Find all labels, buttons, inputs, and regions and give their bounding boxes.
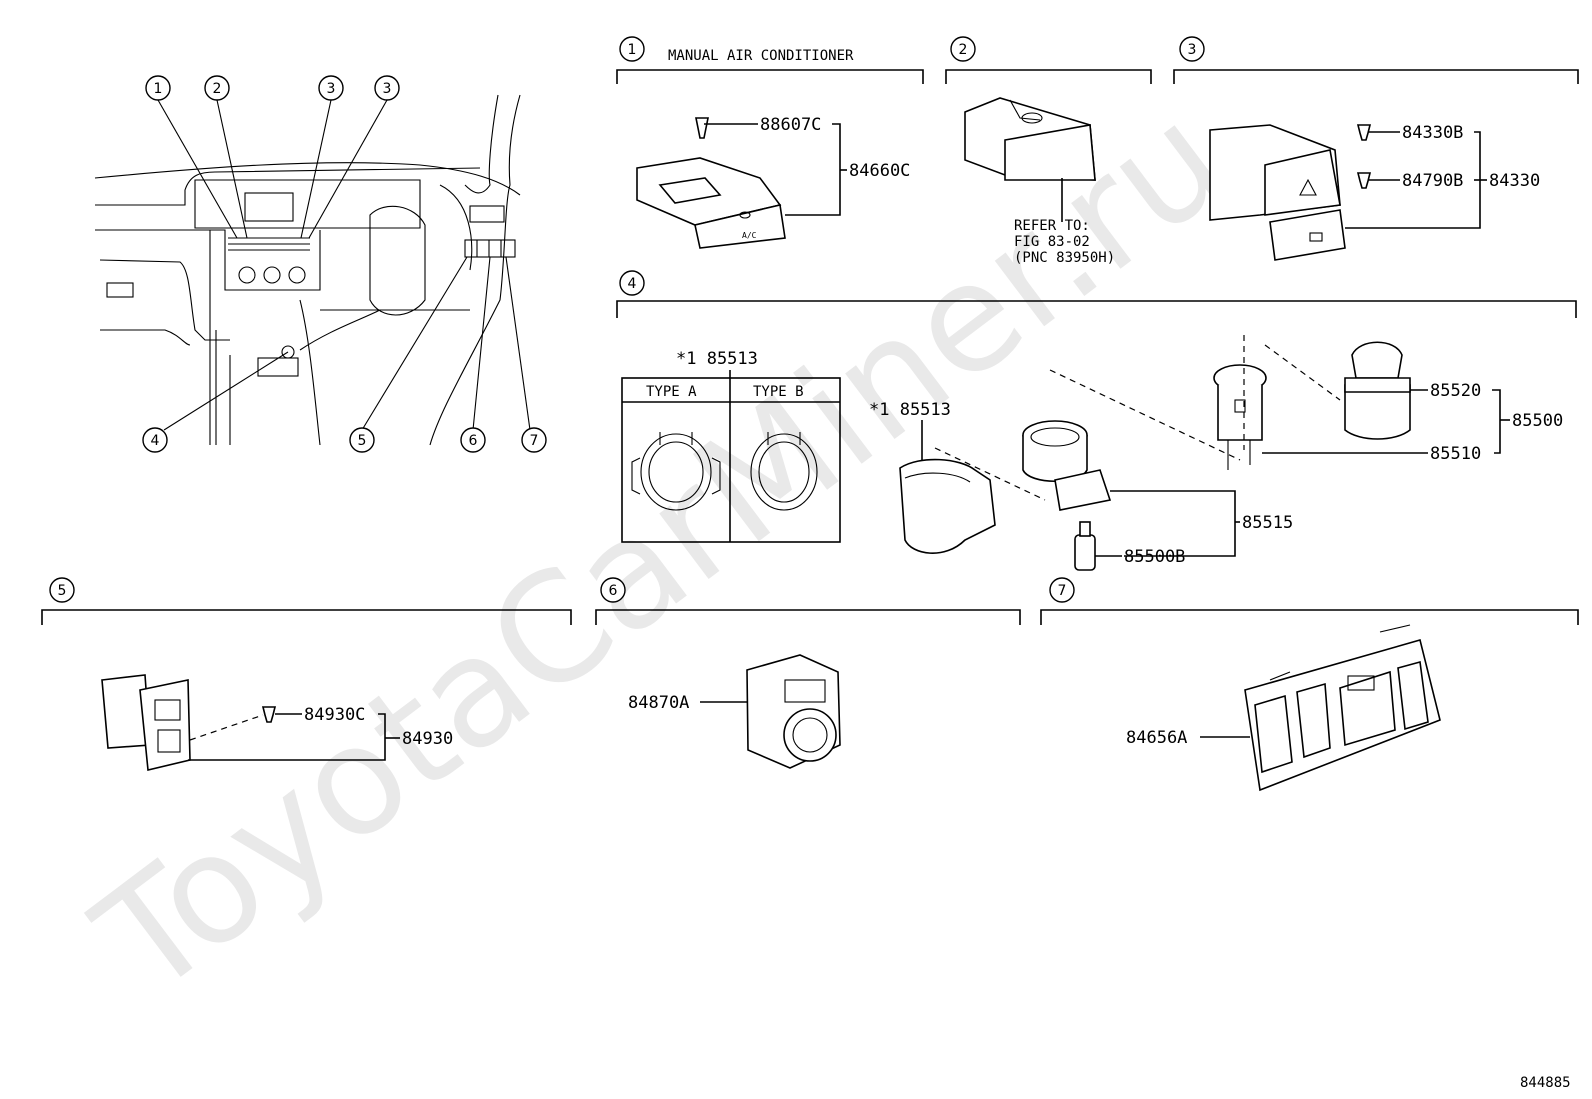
callout-4: 4 xyxy=(151,433,160,449)
part-85500B: 85500B xyxy=(1124,547,1185,567)
refer-line-1: REFER TO: xyxy=(1014,218,1090,234)
bulb-drawing xyxy=(1074,521,1096,571)
callout-3b: 3 xyxy=(383,81,392,97)
section-7-number: 7 xyxy=(1058,583,1067,599)
callout-3a: 3 xyxy=(327,81,336,97)
overview-callouts: 1 2 3 3 4 5 6 7 xyxy=(142,75,547,453)
part-84330: 84330 xyxy=(1489,171,1540,191)
part-85513: *1 85513 xyxy=(869,400,951,420)
part-85520: 85520 xyxy=(1430,381,1481,401)
part-84870A: 84870A xyxy=(628,693,689,713)
part-85515: 85515 xyxy=(1242,513,1293,533)
type-b-header: TYPE B xyxy=(753,384,804,400)
section-2-number: 2 xyxy=(959,42,968,58)
section-1-caption: MANUAL AIR CONDITIONER xyxy=(668,48,854,64)
part-84930C: 84930C xyxy=(304,705,365,725)
section-3: 3 84330B 84790B 84330 xyxy=(1173,36,1579,261)
part-85500: 85500 xyxy=(1512,411,1563,431)
part-84330B: 84330B xyxy=(1402,123,1463,143)
section-4-number: 4 xyxy=(628,276,637,292)
part-84656A: 84656A xyxy=(1126,728,1187,748)
switch-5-drawing xyxy=(101,674,277,771)
section-7: 7 84656A xyxy=(1040,577,1579,792)
mirror-switch-drawing xyxy=(746,654,841,769)
section-1-number: 1 xyxy=(628,42,637,58)
section-1: 1 MANUAL AIR CONDITIONER A/C 88607C 8466… xyxy=(616,36,924,249)
callout-5: 5 xyxy=(358,433,367,449)
section-6-number: 6 xyxy=(609,583,618,599)
switch-2-drawing xyxy=(964,97,1096,181)
part-84660C: 84660C xyxy=(849,161,910,181)
dashboard-overview xyxy=(94,94,531,446)
type-table: TYPE A TYPE B xyxy=(621,377,841,543)
section-6: 6 84870A xyxy=(595,577,1021,769)
lighter-socket-drawing xyxy=(1213,364,1267,470)
part-85513-table: *1 85513 xyxy=(676,349,758,369)
hazard-switch-drawing xyxy=(1209,124,1372,261)
callout-1: 1 xyxy=(154,81,163,97)
ac-switch-drawing: A/C xyxy=(636,117,786,249)
part-84790B: 84790B xyxy=(1402,171,1463,191)
section-4: 4 *1 85513 TYPE A TYPE B *1 85513 xyxy=(616,270,1577,571)
section-5-number: 5 xyxy=(58,583,67,599)
refer-line-2: FIG 83-02 xyxy=(1014,234,1090,250)
callout-2: 2 xyxy=(213,81,222,97)
part-88607C: 88607C xyxy=(760,115,821,135)
section-2: 2 REFER TO: FIG 83-02 (PNC 83950H) xyxy=(945,36,1152,266)
callout-6: 6 xyxy=(469,433,478,449)
section-5: 5 84930C 84930 xyxy=(41,577,572,771)
refer-line-3: (PNC 83950H) xyxy=(1014,250,1115,266)
section-3-number: 3 xyxy=(1188,42,1197,58)
socket-ring-drawing xyxy=(899,458,996,554)
part-84930: 84930 xyxy=(402,729,453,749)
figure-code: 844885 xyxy=(1520,1075,1571,1091)
svg-text:A/C: A/C xyxy=(742,231,757,240)
part-85510: 85510 xyxy=(1430,444,1481,464)
type-a-header: TYPE A xyxy=(646,384,697,400)
lighter-drawing xyxy=(1344,341,1411,440)
callout-7: 7 xyxy=(530,433,539,449)
switch-panel-drawing xyxy=(1244,624,1441,792)
socket-drawing xyxy=(1022,420,1112,511)
